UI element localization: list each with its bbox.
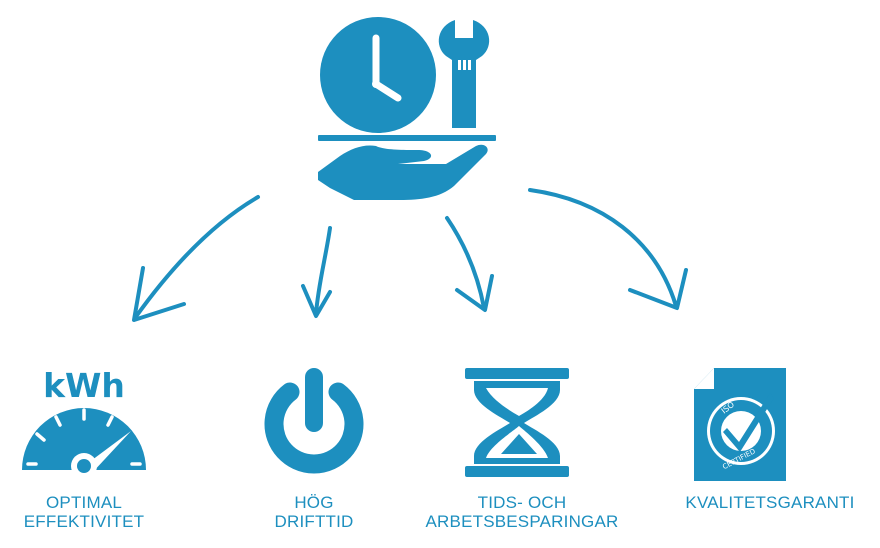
caption-quality: KVALITETSGARANTI [660,493,880,512]
arrow-to-savings [445,216,494,312]
arrow-to-uptime [301,226,332,318]
caption-efficiency-line2: EFFEKTIVITET [23,512,145,531]
caption-savings-line2: ARBETSBESPARINGAR [425,512,619,531]
caption-efficiency: OPTIMAL EFFEKTIVITET [4,493,164,531]
caption-efficiency-line1: OPTIMAL [45,493,123,512]
caption-savings: TIDS- OCH ARBETSBESPARINGAR [412,493,632,531]
kwh-gauge-icon: kWh [22,366,146,479]
hourglass-icon [465,368,569,477]
arrow-to-efficiency [132,195,260,322]
serving-hand-icon [318,135,496,200]
caption-savings-line1: TIDS- OCH [477,493,567,512]
caption-uptime: HÖG DRIFTTID [244,493,384,531]
caption-uptime-line2: DRIFTTID [274,512,354,531]
clock-icon [320,17,436,133]
wrench-icon [438,20,490,128]
caption-uptime-line1: HÖG [294,493,334,512]
power-icon [264,368,364,474]
kwh-label: kWh [43,366,125,405]
caption-quality-line1: KVALITETSGARANTI [685,493,855,512]
iso-certified-icon: ISO CERTIFIED [694,368,786,481]
arrow-to-quality [528,188,688,310]
